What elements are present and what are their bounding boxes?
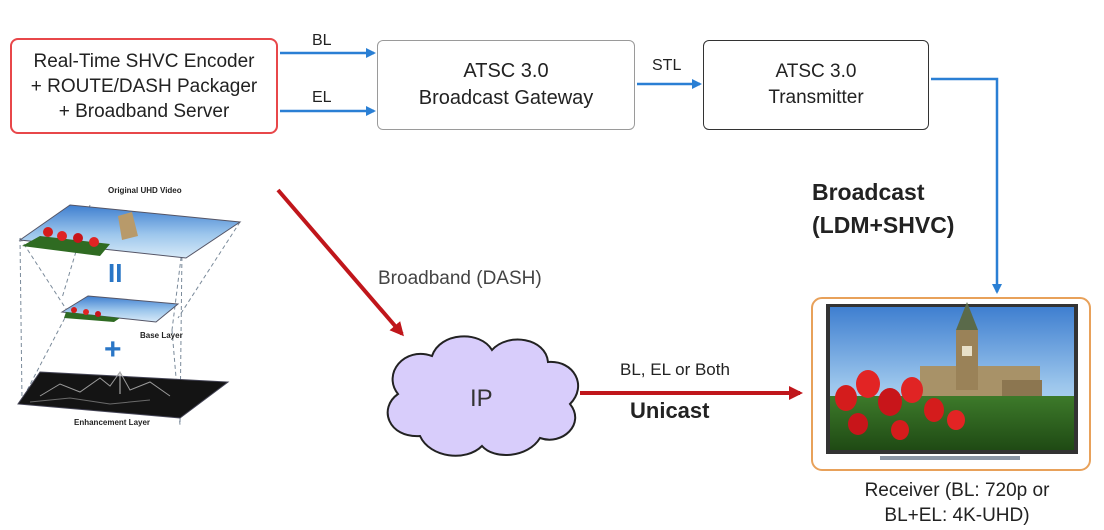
stl-label: STL	[652, 57, 682, 74]
broadcast-label: Broadcast (LDM+SHVC)	[812, 179, 955, 238]
bl-label: BL	[312, 32, 332, 49]
broadcast-arrow	[931, 77, 1002, 294]
broadcast-gateway-box: ATSC 3.0 Broadcast Gateway	[377, 40, 635, 130]
unicast-label: Unicast	[630, 398, 710, 423]
el-label: EL	[312, 89, 332, 106]
ip-cloud	[386, 335, 580, 457]
enhancement-layer-caption: Enhancement Layer	[74, 418, 151, 427]
gateway-label: ATSC 3.0 Broadcast Gateway	[418, 60, 594, 109]
receiver-caption: Receiver (BL: 720p or BL+EL: 4K-UHD)	[864, 480, 1050, 526]
base-layer-caption: Base Layer	[140, 331, 183, 340]
bl-el-both-label: BL, EL or Both	[620, 360, 730, 379]
original-uhd-caption: Original UHD Video	[108, 186, 182, 195]
transmitter-box: ATSC 3.0 Transmitter	[703, 40, 929, 130]
broadband-arrow	[276, 188, 404, 337]
receiver-tv	[811, 297, 1091, 471]
transmitter-label: ATSC 3.0 Transmitter	[768, 61, 864, 108]
equals-symbol: II	[108, 258, 123, 288]
encoder-box: Real-Time SHVC Encoder + ROUTE/DASH Pack…	[10, 38, 278, 134]
enhancement-layer-image	[17, 371, 230, 419]
ip-label: IP	[470, 385, 493, 412]
encoder-label: Real-Time SHVC Encoder + ROUTE/DASH Pack…	[30, 50, 258, 122]
broadband-label: Broadband (DASH)	[378, 268, 542, 289]
original-uhd-image	[18, 204, 242, 259]
plus-symbol: +	[104, 333, 122, 366]
base-layer-image	[60, 295, 180, 323]
